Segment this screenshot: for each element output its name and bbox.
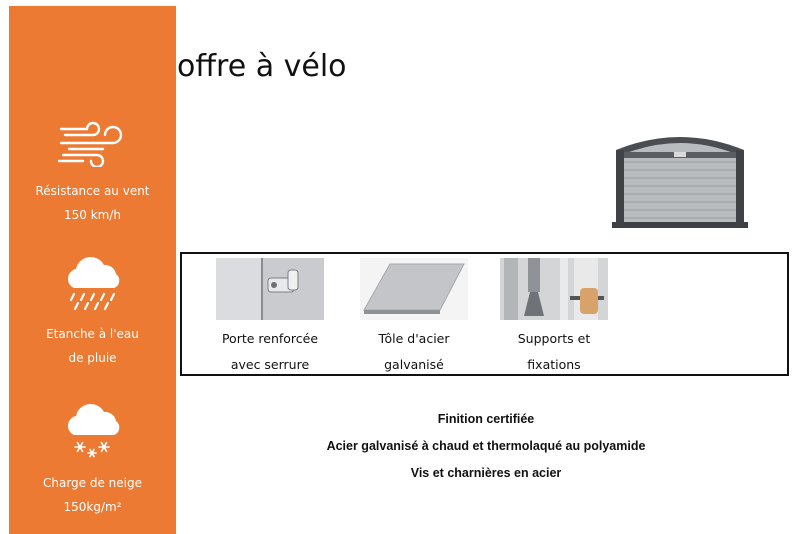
finish-info: Finition certifiée Acier galvanisé à cha… [186,406,786,487]
feature-value: de pluie [68,351,117,365]
detail-caption-door: Porte renforcée avec serrure [210,326,330,378]
wind-icon [57,121,122,167]
feature-wind: Résistance au vent 150 km/h [9,121,176,227]
finish-line: Vis et charnières en acier [410,466,562,480]
finish-line: Acier galvanisé à chaud et thermolaqué a… [326,439,646,453]
detail-caption-line: Porte renforcée [221,331,319,346]
feature-snow: Charge de neige 150kg/m² [9,401,176,519]
feature-value: 150kg/m² [63,500,122,514]
feature-value: 150 km/h [63,208,121,222]
product-image [612,137,748,228]
door-lock-image [216,258,324,320]
finish-heading: Finition certifiée [437,412,535,426]
detail-caption-line: galvanisé [384,357,444,372]
snow-cloud-icon [67,403,119,458]
feature-label: Résistance au vent [35,184,150,198]
supports-image [500,258,608,320]
detail-caption-line: avec serrure [230,357,310,372]
feature-label: Charge de neige [42,476,142,490]
title-text: offre à vélo [177,49,347,84]
detail-caption-line: fixations [527,357,581,372]
detail-caption-supports: Supports et fixations [494,326,614,378]
detail-caption-line: Tôle d'acier [378,331,450,346]
rain-cloud-icon [67,256,119,311]
details-panel: Porte renforcée avec serrure Tôle d'acie… [180,252,789,376]
feature-rain: Etanche à l'eau de pluie [9,254,176,370]
detail-caption-steel: Tôle d'acier galvanisé [354,326,474,378]
detail-caption-line: Supports et [517,331,591,346]
title-initial: C [137,25,177,90]
steel-sheet-image [360,258,468,320]
feature-sidebar: Résistance au vent 150 km/h Etanche à l'… [9,6,176,534]
feature-label: Etanche à l'eau [46,327,139,341]
